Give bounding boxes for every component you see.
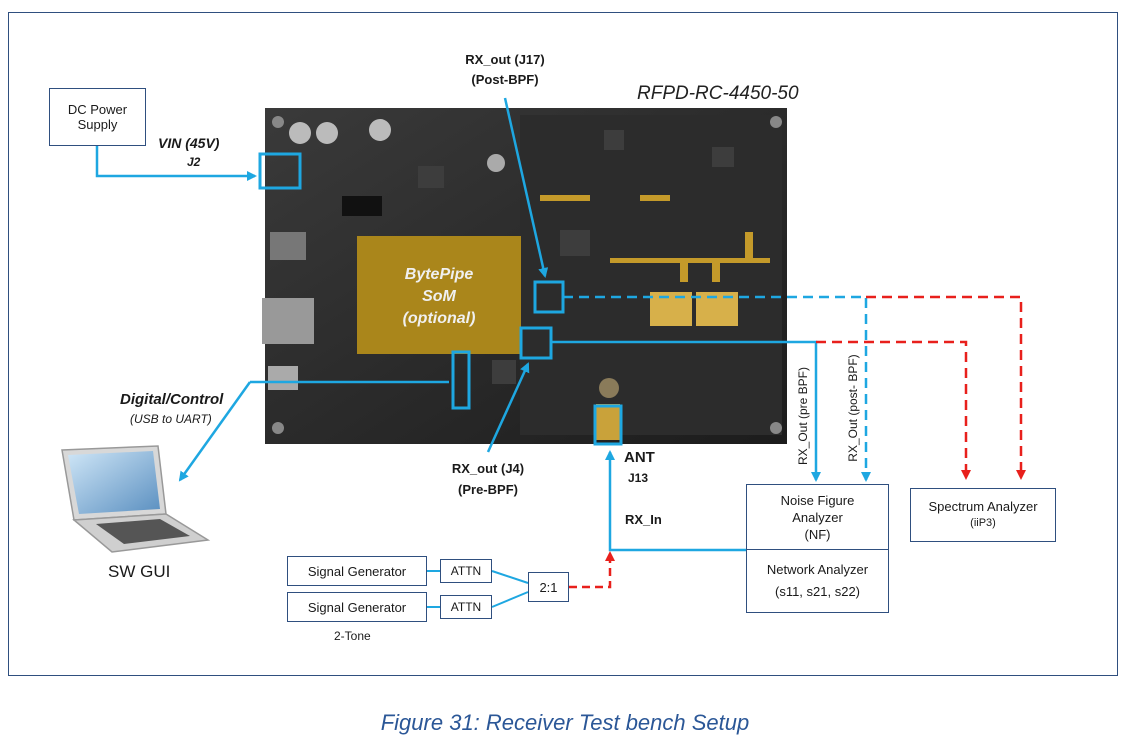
nfa-label-3: (NF)	[804, 526, 831, 542]
j2-label: J2	[187, 155, 201, 169]
sa-label-2: (iiP3)	[970, 517, 996, 529]
usb-uart-label: (USB to UART)	[130, 412, 212, 426]
laptop-icon	[61, 445, 211, 553]
pre-bpf-to-sa	[816, 340, 971, 480]
som-label-3: (optional)	[402, 310, 476, 327]
two-tone-label: 2-Tone	[334, 629, 371, 643]
combiner-to-rx-in	[569, 551, 615, 589]
j13-highlight	[593, 404, 623, 446]
pcb-board	[262, 108, 787, 444]
ant-label: ANT	[624, 449, 655, 466]
rx-out-post-label: RX_Out (post- BPF)	[846, 354, 860, 462]
attn-2-box: ATTN	[440, 595, 492, 619]
attn1-to-combiner	[491, 570, 529, 584]
j17-callout	[503, 97, 549, 278]
rx-out-j17-label-2: (Post-BPF)	[471, 72, 539, 87]
combiner-box: 2:1	[528, 572, 569, 602]
attn-1-box: ATTN	[440, 559, 492, 583]
j4-highlight	[519, 326, 553, 360]
som-label-2: SoM	[422, 288, 456, 305]
nfa-label-2: Analyzer	[792, 509, 843, 525]
network-analyzer-box: Network Analyzer (s11, s21, s22)	[746, 549, 889, 613]
attn2-label: ATTN	[450, 600, 482, 614]
digital-control-label: Digital/Control	[120, 391, 224, 408]
j13-label: J13	[628, 471, 649, 485]
dc-power-supply-box: DC Power Supply	[49, 88, 146, 146]
dc-power-label-2: Supply	[77, 117, 118, 132]
control-to-laptop	[178, 381, 252, 482]
rx-in-line	[605, 450, 746, 552]
sg1-label: Signal Generator	[307, 563, 407, 579]
vin-label: VIN (45V)	[158, 135, 220, 151]
rx-out-j4-label-1: RX_out (J4)	[451, 461, 525, 476]
na-label-1: Network Analyzer	[766, 562, 869, 577]
som-module	[357, 236, 521, 354]
figure-frame	[8, 12, 1118, 676]
attn1-label: ATTN	[450, 564, 482, 578]
signal-generator-2-box: Signal Generator	[287, 592, 427, 622]
post-bpf-to-nfa	[563, 295, 871, 482]
post-bpf-to-sa	[866, 295, 1026, 480]
j2-highlight	[258, 152, 302, 190]
rx-in-label: RX_In	[625, 512, 662, 527]
attn2-to-combiner	[491, 591, 529, 608]
rx-out-pre-label: RX_Out (pre BPF)	[796, 366, 810, 466]
noise-figure-analyzer-box: Noise Figure Analyzer (NF)	[746, 484, 889, 550]
power-connection	[95, 146, 257, 181]
sg2-label: Signal Generator	[307, 599, 407, 615]
spectrum-analyzer-box: Spectrum Analyzer (iiP3)	[910, 488, 1056, 542]
combiner-label: 2:1	[539, 579, 558, 595]
signal-generator-1-box: Signal Generator	[287, 556, 427, 586]
nfa-label-1: Noise Figure	[780, 492, 855, 508]
na-label-2: (s11, s21, s22)	[774, 584, 861, 599]
figure-caption: Figure 31: Receiver Test bench Setup	[380, 710, 750, 735]
rx-out-j4-label-2: (Pre-BPF)	[458, 482, 518, 497]
dc-power-label-1: DC Power	[67, 102, 128, 117]
board-title: RFPD-RC-4450-50	[637, 83, 799, 104]
rx-out-j17-label-1: RX_out (J17)	[465, 52, 545, 67]
usb-header-highlight	[451, 350, 471, 410]
j4-callout	[486, 362, 530, 453]
sw-gui-label: SW GUI	[108, 562, 171, 581]
sa-label-1: Spectrum Analyzer	[928, 499, 1038, 514]
som-label-1: BytePipe	[404, 266, 474, 283]
